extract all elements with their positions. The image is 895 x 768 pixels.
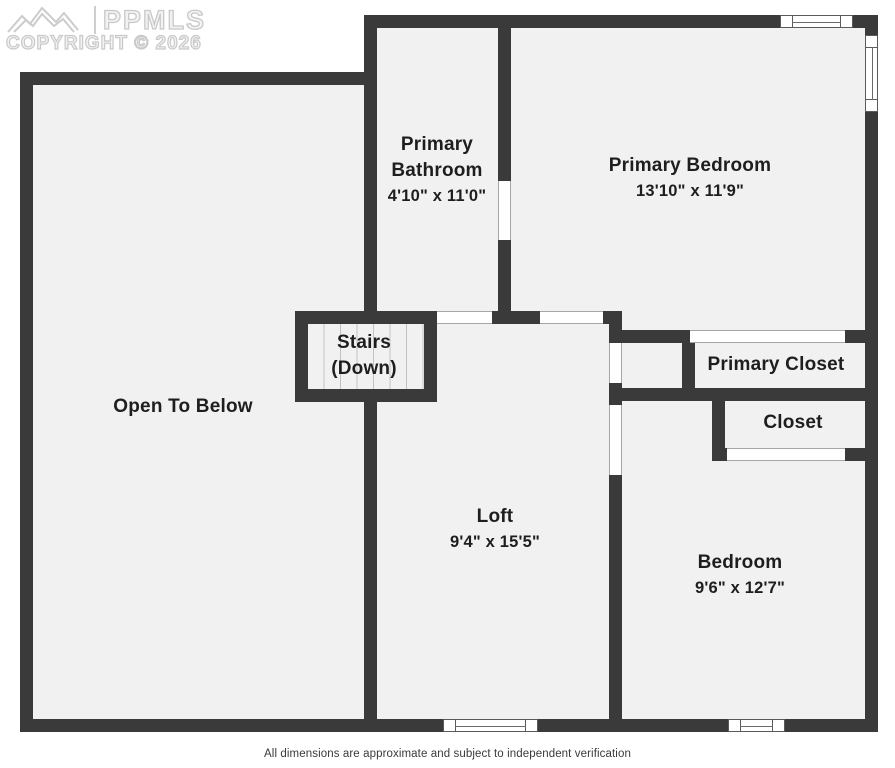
door-primary-closet xyxy=(690,330,845,343)
wall-stairs-bottom xyxy=(295,389,437,402)
room-name: Primary Bedroom xyxy=(608,155,772,176)
room-name: Bedroom xyxy=(697,552,783,573)
label-primary-closet: Primary Closet xyxy=(695,352,857,378)
room-dims: 9'6" x 12'7" xyxy=(694,579,786,597)
wall-hall-top-left xyxy=(622,330,690,343)
wall-closet-bottom-right xyxy=(845,448,866,461)
wall-bathroom-bedroom-lower xyxy=(498,240,511,324)
open-to-below-floor xyxy=(33,85,377,719)
wall-right xyxy=(865,15,878,732)
watermark-copyright: COPYRIGHT © 2026 xyxy=(5,33,202,54)
label-stairs: Stairs (Down) xyxy=(303,330,425,382)
wall-closet-bottom-left xyxy=(712,448,727,461)
wall-stairs-top xyxy=(295,311,437,324)
door-bedroom xyxy=(609,405,622,475)
room-dims: 13'10" x 11'9" xyxy=(636,182,744,200)
disclaimer-text: All dimensions are approximate and subje… xyxy=(264,748,631,760)
window-loft-bottom xyxy=(443,719,538,732)
wall-loft-right-lower xyxy=(609,475,622,732)
wall-primary-closet-left xyxy=(682,343,695,388)
room-name: Closet xyxy=(763,412,823,433)
label-primary-bathroom: Primary Bathroom 4'10" x 11'0" xyxy=(367,132,507,208)
watermark-divider xyxy=(94,6,96,34)
window-primary-bedroom-right xyxy=(865,35,878,112)
door-hall-vestibule xyxy=(609,343,622,383)
wall-stairs-right xyxy=(424,311,437,402)
label-primary-bedroom: Primary Bedroom 13'10" x 11'9" xyxy=(550,153,830,203)
wall-open-below-top xyxy=(20,72,377,85)
door-bathroom xyxy=(498,181,511,240)
wall-bathroom-left xyxy=(364,15,377,324)
watermark-brand: PPMLS xyxy=(102,5,207,35)
label-bedroom: Bedroom 9'6" x 12'7" xyxy=(660,550,820,600)
wall-closet-row-divider xyxy=(609,388,866,401)
room-name: Primary Bathroom xyxy=(391,134,483,181)
label-closet: Closet xyxy=(732,410,854,436)
watermark: PPMLS COPYRIGHT © 2026 xyxy=(5,4,207,54)
wall-corner-step xyxy=(609,311,622,343)
room-name: Primary Closet xyxy=(707,354,845,375)
stairs-treads xyxy=(308,324,424,389)
wall-hall-top-right xyxy=(845,330,866,343)
wall-left xyxy=(20,72,33,732)
room-name: Open To Below xyxy=(113,396,253,417)
wall-closet-left xyxy=(712,401,725,448)
wall-stairs-left xyxy=(295,311,308,402)
wall-top xyxy=(364,15,878,28)
mountain-logo-icon xyxy=(7,6,79,33)
room-dims: 9'4" x 15'5" xyxy=(449,533,541,551)
room-dims: 4'10" x 11'0" xyxy=(387,187,487,205)
wall-loft-open-divider xyxy=(364,402,377,719)
wall-bathroom-bedroom-upper xyxy=(498,28,511,181)
door-primary-bedroom xyxy=(540,311,603,324)
window-bedroom-bottom xyxy=(728,719,785,732)
window-primary-bedroom-top xyxy=(780,15,853,28)
label-open-to-below: Open To Below xyxy=(63,394,303,420)
room-name: Loft xyxy=(476,506,514,527)
door-bathroom-hall xyxy=(437,311,492,324)
room-name: Stairs (Down) xyxy=(331,332,397,379)
wall-loft-top-mid xyxy=(492,311,540,324)
door-closet xyxy=(727,448,845,461)
label-loft: Loft 9'4" x 15'5" xyxy=(425,504,565,554)
